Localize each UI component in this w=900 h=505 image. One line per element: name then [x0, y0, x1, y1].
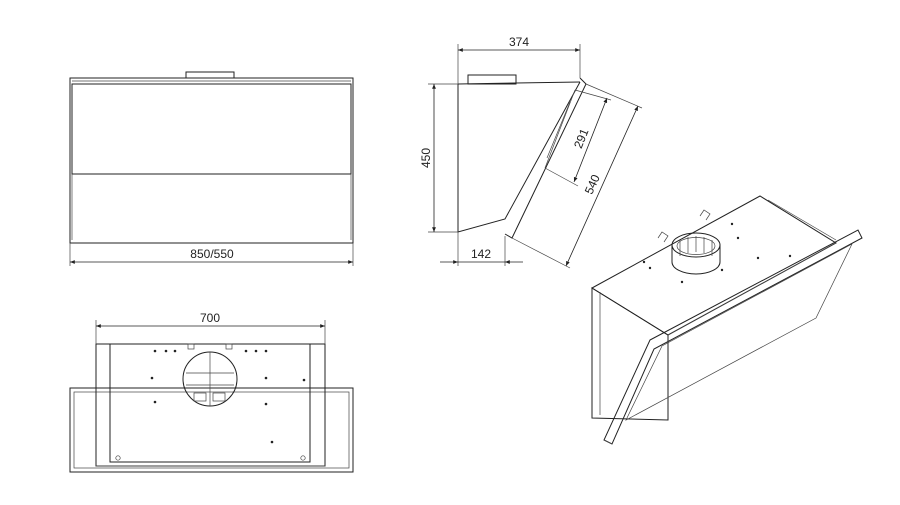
dimension-width-bottom: 700 [95, 311, 326, 344]
dimension-height: 450 [419, 83, 458, 233]
base-depth-label: 142 [471, 247, 491, 261]
dimension-width-front: 850/550 [69, 243, 354, 266]
width-bottom-label: 700 [200, 311, 220, 325]
bottom-view [69, 343, 354, 473]
top-depth-label: 374 [509, 35, 529, 49]
width-front-label: 850/550 [190, 247, 234, 261]
glass-inner-label: 291 [571, 126, 592, 150]
dimension-top-depth: 374 [457, 35, 581, 84]
isometric-view [591, 195, 863, 445]
dimension-glass-length: 540 [511, 83, 643, 269]
height-label: 450 [419, 148, 433, 168]
side-view [457, 74, 587, 239]
front-view [69, 71, 354, 244]
glass-length-label: 540 [582, 172, 603, 196]
dimension-base-depth: 142 [440, 232, 523, 266]
